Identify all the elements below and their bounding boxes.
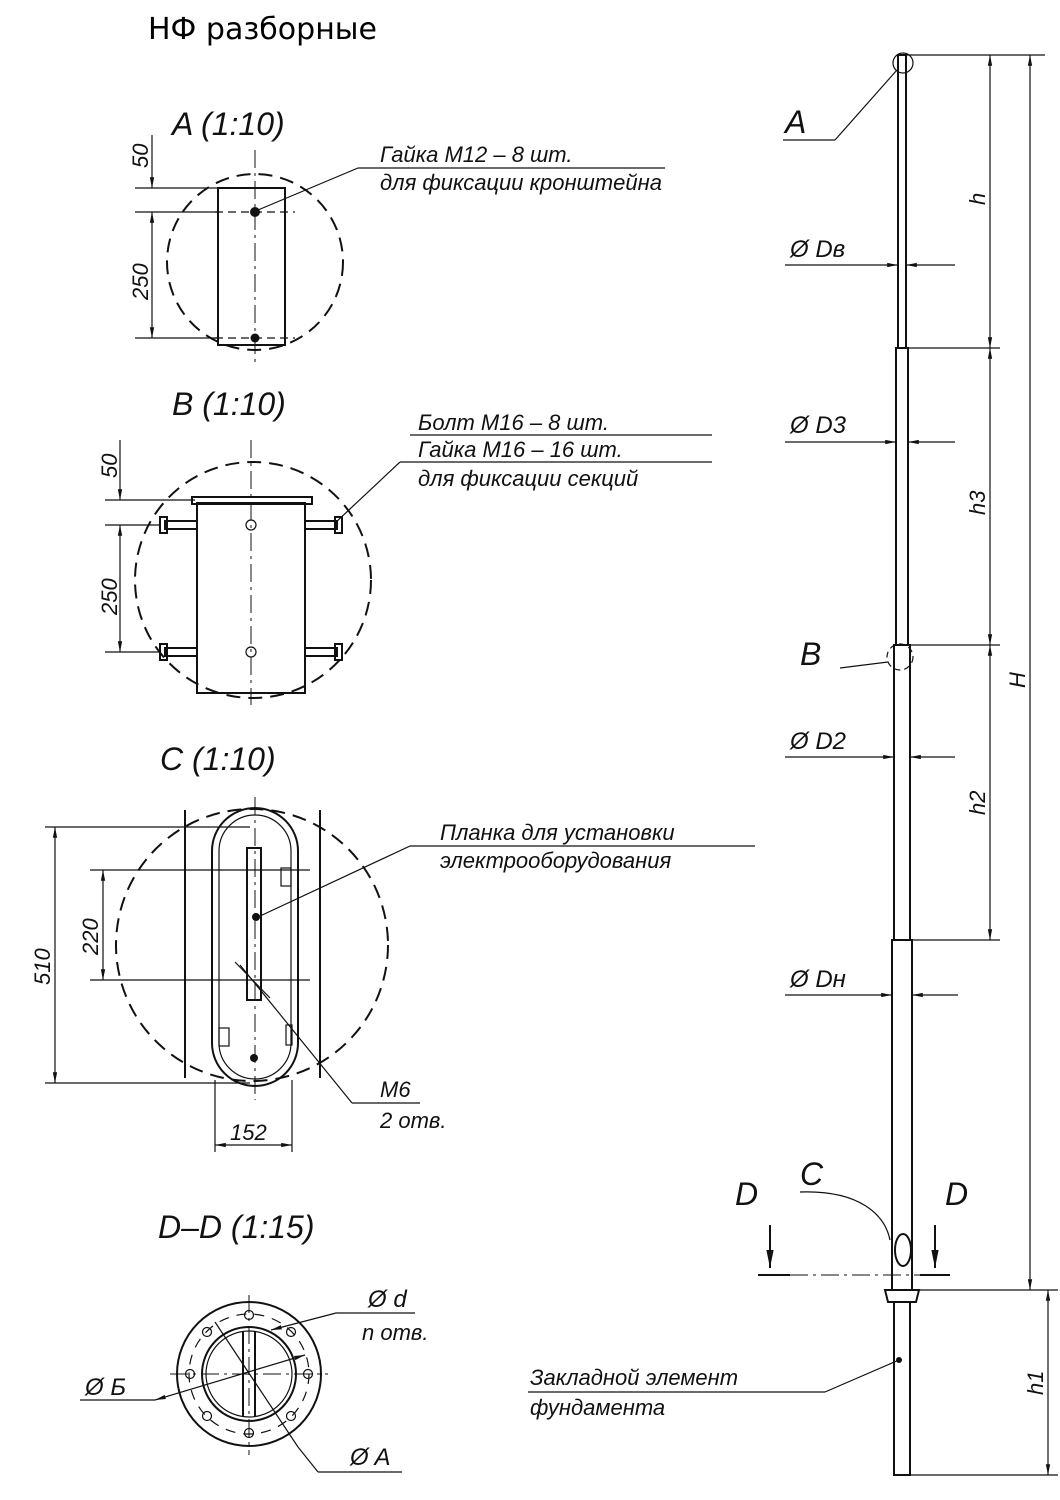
dim-h3: h3 (965, 490, 990, 515)
callout-circle-b (886, 643, 914, 671)
dia-bottom-label: Ø Dн (789, 966, 846, 993)
section-mark-right: D (945, 1176, 968, 1212)
view-dd-title: D–D (1:15) (158, 1209, 315, 1245)
section-2 (893, 644, 911, 941)
dim-250: 250 (128, 263, 153, 301)
section-view-dd: D–D (1:15) Ø Б Ø d n отв. Ø A (80, 1209, 429, 1473)
note-line-1: Планка для установки (440, 820, 675, 845)
pole-section (217, 187, 286, 346)
dim-h2: h2 (965, 791, 990, 815)
hole-count: 2 отв. (379, 1108, 447, 1133)
dim-250: 250 (97, 578, 122, 616)
view-b-title: B (1:10) (172, 386, 286, 422)
section-mark-left: D (735, 1176, 758, 1212)
dia-2-label: Ø D2 (789, 728, 846, 755)
dim-H: H (1005, 672, 1030, 688)
view-a-title: A (1:10) (170, 106, 285, 142)
dim-h1: h1 (1023, 1371, 1048, 1395)
dim-152: 152 (230, 1120, 267, 1145)
detail-view-a: A (1:10) 50 250 Гайка М12 – 8 шт. для фи… (128, 106, 665, 362)
pole-elevation: h h3 h2 H h1 Ø Dв Ø D3 Ø D2 Ø Dн A B C D… (528, 52, 1058, 1476)
hole-label: M6 (380, 1077, 411, 1102)
note-line-2: Гайка М16 – 16 шт. (418, 437, 623, 462)
callout-a: A (783, 104, 806, 140)
drawing-title: НФ разборные (148, 12, 377, 47)
inner-diameter-label: Ø Б (84, 1374, 126, 1401)
detail-circle (166, 173, 344, 351)
mounting-plate (246, 847, 262, 1001)
callout-b: B (800, 636, 821, 672)
embed-label-2: фундамента (530, 1395, 665, 1420)
embedded-element (893, 1301, 911, 1476)
top-section (897, 54, 907, 349)
embed-label-1: Закладной элемент (530, 1365, 738, 1390)
note-line-2: электрооборудования (440, 848, 671, 873)
dim-h: h (965, 193, 990, 205)
dim-220: 220 (78, 918, 103, 956)
dim-50: 50 (128, 143, 153, 168)
note-line-2: для фиксации кронштейна (380, 170, 662, 195)
bolt-row (159, 516, 343, 661)
bolt-hole-label: Ø d (367, 1286, 407, 1313)
detail-circle (115, 808, 389, 1082)
note-line-1: Гайка М12 – 8 шт. (380, 142, 573, 167)
detail-view-c: C (1:10) 510 220 152 Планка для установк… (30, 741, 755, 1152)
nut-hole (250, 333, 260, 343)
outer-diameter-label: Ø A (349, 1444, 390, 1471)
dia-top-label: Ø Dв (789, 236, 845, 263)
detail-view-b: B (1:10) 50 250 Болт М16 – 8 шт. Гайка М… (97, 386, 712, 705)
base-flange (883, 1289, 921, 1303)
section-3 (895, 347, 909, 646)
dia-3-label: Ø D3 (789, 412, 847, 439)
note-line-1: Болт М16 – 8 шт. (418, 410, 609, 435)
hole-count-label: n отв. (362, 1320, 429, 1345)
dim-510: 510 (30, 948, 55, 985)
nut-hole (250, 207, 260, 217)
view-c-title: C (1:10) (160, 741, 276, 777)
service-hatch (894, 1233, 912, 1267)
callout-c: C (800, 1156, 824, 1192)
note-line-3: для фиксации секций (418, 466, 638, 491)
dim-50: 50 (97, 453, 122, 478)
callout-circle-a (892, 52, 914, 74)
detail-circle (134, 461, 372, 699)
